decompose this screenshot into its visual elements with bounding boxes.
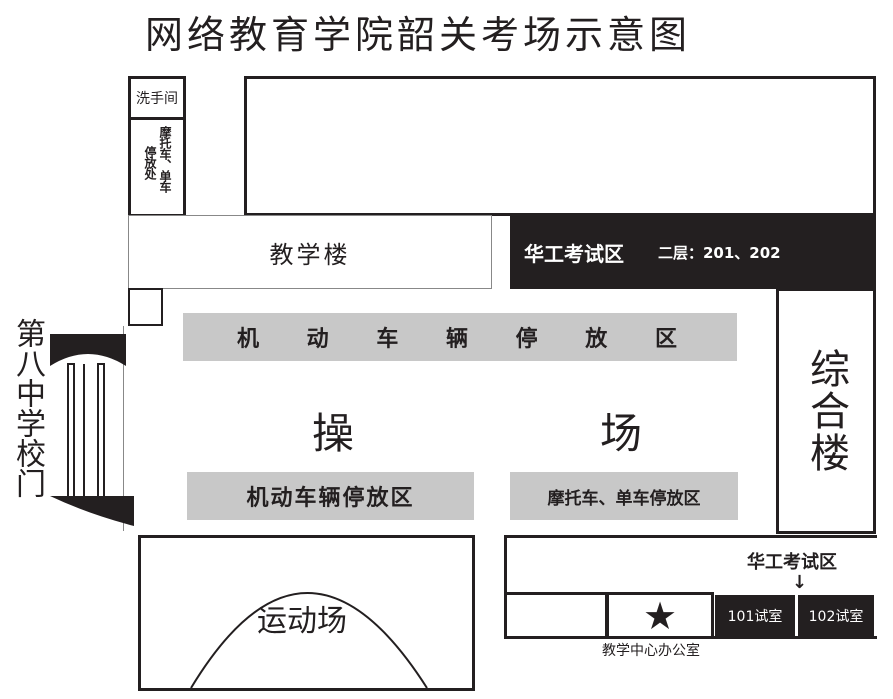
exam-zone-small-label: 华工考试区 [747, 552, 837, 573]
toilet: 洗手间 [128, 76, 186, 120]
playground-left-label: 操 [312, 409, 355, 458]
exam-zone-floors: 二层：201、202 [658, 243, 781, 262]
vehicle-parking-2-label: 机动车辆停放区 [246, 486, 415, 511]
office-label: 教学中心办公室 [602, 643, 700, 659]
playground-right-label: 场 [600, 409, 643, 458]
map-title: 网络教育学院韶关考场示意图 [145, 13, 692, 57]
room-102-label: 102试室 [808, 609, 864, 625]
room-102: 102试室 [798, 595, 874, 637]
moto-parking-2: 摩托车、单车停放区 [510, 472, 738, 520]
moto-parking-top-label-1: 摩托车、单车 [158, 126, 172, 192]
vehicle-parking-2: 机动车辆停放区 [187, 472, 474, 520]
complex-building-label: 综合楼 [803, 348, 849, 474]
sports-field-label: 运动场 [257, 604, 347, 639]
toilet-label: 洗手间 [136, 91, 178, 107]
teaching-building-label: 教学楼 [269, 240, 351, 269]
vehicle-parking-1-label: 机 动 车 辆 停 放 区 [237, 327, 683, 352]
teaching-building: 教学楼 [128, 215, 492, 289]
office-room: ★ [606, 592, 714, 639]
vehicle-parking-1: 机 动 车 辆 停 放 区 [183, 313, 737, 361]
exam-zone-label: 华工考试区 [524, 241, 624, 266]
exam-zone-main: 华工考试区 二层：201、202 [510, 215, 876, 289]
track-arc [190, 592, 428, 688]
moto-parking-top-label-2: 停放处 [143, 146, 157, 179]
moto-parking-2-label: 摩托车、单车停放区 [547, 488, 701, 509]
gate-label: 第八中学校门 [10, 318, 45, 498]
small-square [128, 288, 163, 326]
complex-building: 综合楼 [776, 288, 876, 534]
sports-field: 运动场 [138, 535, 475, 691]
school-gate [50, 334, 134, 526]
room-blank [504, 592, 608, 639]
room-101-label: 101试室 [727, 609, 783, 625]
arrow-down-icon: ↓ [792, 572, 808, 593]
top-building [244, 76, 876, 216]
moto-parking-top: 摩托车、单车 停放处 [128, 117, 186, 217]
room-101: 101试室 [715, 595, 795, 637]
star-icon: ★ [642, 593, 678, 638]
campus-left-line [123, 326, 124, 531]
